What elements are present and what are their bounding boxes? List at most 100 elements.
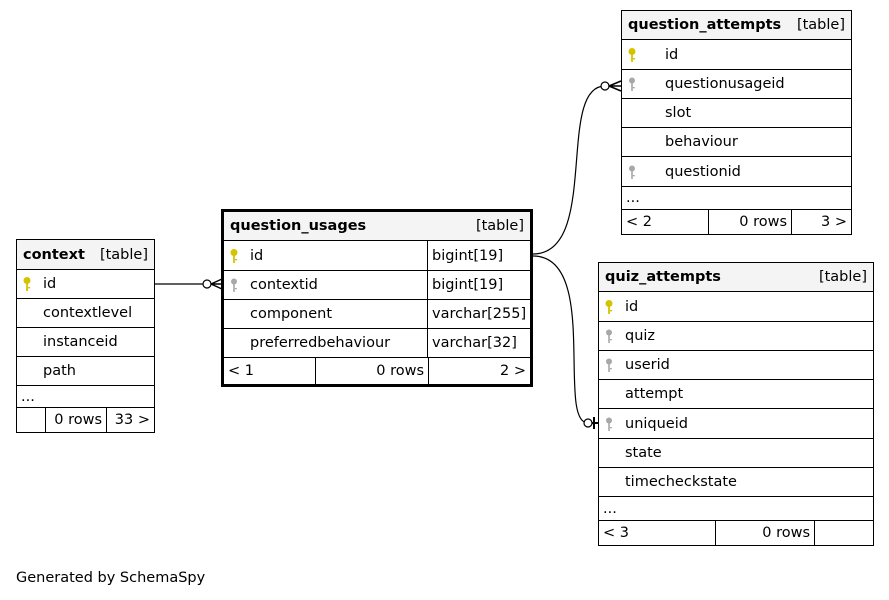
column-name: attempt: [625, 386, 684, 402]
column-row[interactable]: timecheckstate: [599, 468, 873, 497]
column-row[interactable]: state: [599, 439, 873, 468]
footer-parents[interactable]: < 1: [228, 363, 254, 379]
column-row[interactable]: id: [17, 270, 154, 299]
column-name: state: [625, 445, 662, 461]
table-question-attempts[interactable]: question_attempts [table] id questionusa…: [621, 10, 852, 235]
column-row[interactable]: path: [17, 357, 154, 386]
edge-crowfoot: [608, 80, 622, 92]
footer-children[interactable]: 3 >: [791, 210, 851, 234]
more-columns-ellipsis: ...: [21, 388, 35, 405]
column-row[interactable]: slot: [622, 99, 851, 128]
column-name: component: [250, 306, 333, 322]
footer-rows: 0 rows: [315, 358, 428, 384]
column-row[interactable]: id: [599, 292, 873, 322]
column-name: id: [665, 46, 679, 63]
column-row[interactable]: userid: [599, 351, 873, 380]
table-question-usages[interactable]: question_usages [table] id bigint[19] co…: [221, 209, 533, 387]
column-type: varchar[255]: [427, 300, 530, 328]
column-row[interactable]: questionusageid: [622, 70, 851, 99]
column-row[interactable]: questionid: [622, 157, 851, 187]
column-row[interactable]: preferredbehaviour varchar[32]: [224, 329, 530, 358]
column-name: slot: [665, 105, 692, 121]
more-columns-ellipsis: ...: [603, 500, 617, 517]
ellipsis-row: ...: [17, 386, 154, 408]
footer-parents[interactable]: [17, 408, 45, 432]
column-name: path: [43, 363, 76, 379]
table-footer: < 3 0 rows: [599, 521, 873, 545]
footer-children[interactable]: 33 >: [106, 408, 154, 432]
table-footer: < 2 0 rows 3 >: [622, 210, 851, 234]
column-row[interactable]: uniqueid: [599, 409, 873, 439]
column-name: userid: [625, 357, 670, 373]
table-name[interactable]: question_usages: [230, 218, 367, 234]
table-kind: [table]: [818, 269, 867, 285]
column-name: questionusageid: [665, 76, 785, 92]
table-kind: [table]: [99, 246, 148, 263]
edge-question-usages-quiz-attempts: [532, 255, 589, 424]
table-quiz-attempts[interactable]: quiz_attempts [table] id quiz userid att…: [598, 262, 874, 546]
column-name: id: [625, 298, 639, 315]
primary-key-icon: [599, 299, 619, 315]
column-name: questionid: [665, 163, 741, 180]
table-header: question_attempts [table]: [622, 11, 851, 40]
primary-key-icon: [224, 248, 244, 264]
footer-rows: 0 rows: [715, 521, 814, 545]
foreign-key-icon: [622, 76, 642, 92]
column-row[interactable]: id: [622, 40, 851, 70]
edge-optional-circle: [202, 279, 212, 289]
table-kind: [table]: [475, 218, 524, 234]
foreign-key-icon: [622, 164, 642, 180]
edge-crowfoot: [210, 278, 223, 290]
footer-rows: 0 rows: [708, 210, 791, 234]
column-name: instanceid: [43, 334, 118, 350]
column-name: quiz: [625, 328, 656, 344]
column-type: bigint[19]: [427, 241, 530, 270]
edge-one-bar: [592, 417, 599, 429]
footer-children[interactable]: [814, 521, 873, 545]
table-footer: < 1 0 rows 2 >: [224, 358, 530, 384]
foreign-key-icon: [599, 416, 619, 432]
table-footer: 0 rows 33 >: [17, 408, 154, 432]
table-header: context [table]: [17, 240, 154, 270]
column-row[interactable]: id bigint[19]: [224, 241, 530, 271]
column-name: id: [250, 247, 264, 264]
column-row[interactable]: attempt: [599, 380, 873, 409]
column-type: varchar[32]: [427, 329, 530, 357]
column-name: id: [43, 276, 57, 292]
column-row[interactable]: contextid bigint[19]: [224, 271, 530, 300]
column-row[interactable]: instanceid: [17, 328, 154, 357]
column-row[interactable]: component varchar[255]: [224, 300, 530, 329]
footer-parents[interactable]: < 3: [603, 525, 629, 541]
table-name[interactable]: context: [23, 246, 85, 263]
column-type: bigint[19]: [427, 271, 530, 299]
table-name[interactable]: quiz_attempts: [605, 269, 721, 285]
footer-parents[interactable]: < 2: [626, 214, 652, 230]
ellipsis-row: ...: [622, 187, 851, 210]
column-row[interactable]: quiz: [599, 322, 873, 351]
table-header: question_usages [table]: [224, 212, 530, 241]
foreign-key-icon: [224, 277, 244, 293]
more-columns-ellipsis: ...: [626, 190, 640, 206]
table-header: quiz_attempts [table]: [599, 263, 873, 292]
foreign-key-icon: [599, 357, 619, 373]
column-name: preferredbehaviour: [250, 335, 391, 351]
column-row[interactable]: behaviour: [622, 128, 851, 157]
foreign-key-icon: [599, 328, 619, 344]
column-name: behaviour: [665, 134, 738, 150]
edge-optional-circle: [583, 418, 593, 428]
primary-key-icon: [17, 276, 37, 292]
edge-optional-circle: [600, 81, 610, 91]
footer-children[interactable]: 2 >: [428, 358, 530, 384]
table-name[interactable]: question_attempts: [628, 17, 782, 33]
edge-question-usages-question-attempts: [532, 85, 606, 255]
generated-by-text: Generated by SchemaSpy: [16, 570, 206, 586]
column-name: contextid: [250, 277, 318, 293]
footer-rows: 0 rows: [45, 408, 106, 432]
table-context[interactable]: context [table] id contextlevel instance…: [16, 239, 155, 433]
column-name: uniqueid: [625, 415, 688, 432]
column-name: contextlevel: [43, 305, 133, 321]
primary-key-icon: [622, 47, 642, 63]
table-kind: [table]: [796, 17, 845, 33]
column-row[interactable]: contextlevel: [17, 299, 154, 328]
